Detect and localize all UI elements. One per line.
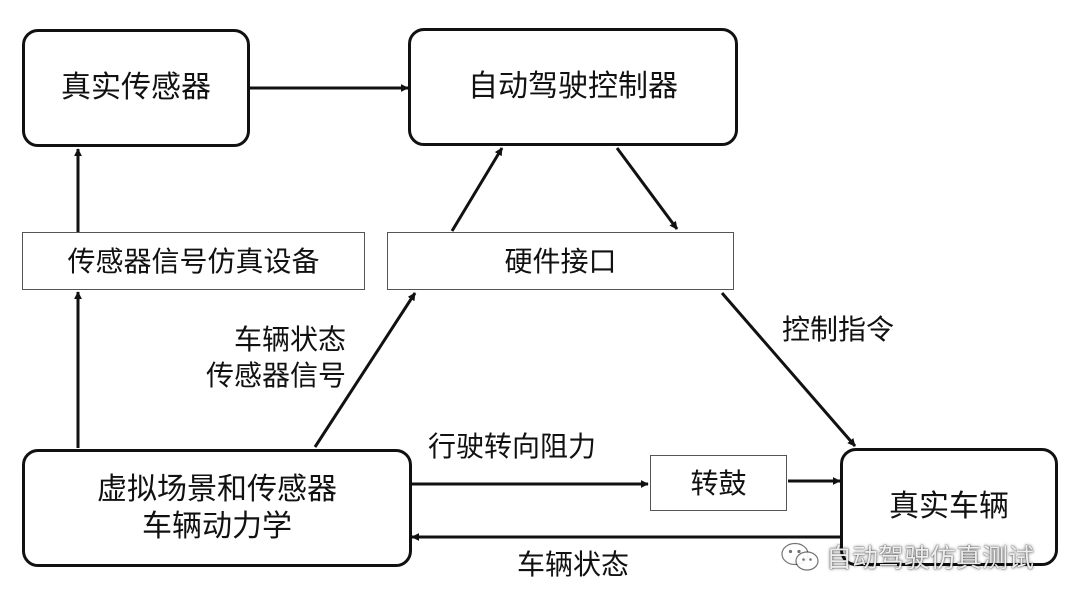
vehicle-state-label: 车辆状态 [517, 548, 630, 581]
real-sensor-label: 真实传感器 [61, 70, 211, 106]
hardware-interface-label: 硬件接口 [504, 244, 617, 278]
hardware-interface-box: 硬件接口 [387, 232, 734, 290]
sensor-signal-sim-label: 传感器信号仿真设备 [67, 244, 320, 278]
watermark-text: 自动驾驶仿真测试 [826, 544, 1035, 574]
arrow-interface-to-vehicle [720, 292, 857, 447]
wechat-icon [781, 542, 819, 571]
arrow-interface-to-controller [450, 147, 504, 232]
real-vehicle-box: 真实车辆 [840, 448, 1058, 566]
ad-controller-box: 自动驾驶控制器 [408, 28, 738, 146]
arrow-scene-to-interface [313, 292, 417, 448]
steering-resistance-label: 行驶转向阻力 [428, 430, 597, 463]
real-sensor-box: 真实传感器 [22, 29, 250, 147]
vehicle-state-sensor-signal-label: 车辆状态 传感器信号 [205, 323, 346, 393]
control-command-label: 控制指令 [782, 313, 895, 346]
arrow-controller-to-interface [615, 147, 679, 230]
sensor-signal-sim-box: 传感器信号仿真设备 [22, 232, 365, 290]
virtual-scene-label: 虚拟场景和传感器 车辆动力学 [97, 471, 337, 545]
virtual-scene-box: 虚拟场景和传感器 车辆动力学 [22, 449, 412, 567]
ad-controller-label: 自动驾驶控制器 [468, 69, 678, 105]
watermark: 自动驾驶仿真测试 [780, 538, 1034, 575]
real-vehicle-label: 真实车辆 [889, 489, 1009, 525]
drum-label: 转鼓 [690, 466, 747, 500]
drum-box: 转鼓 [650, 455, 787, 511]
